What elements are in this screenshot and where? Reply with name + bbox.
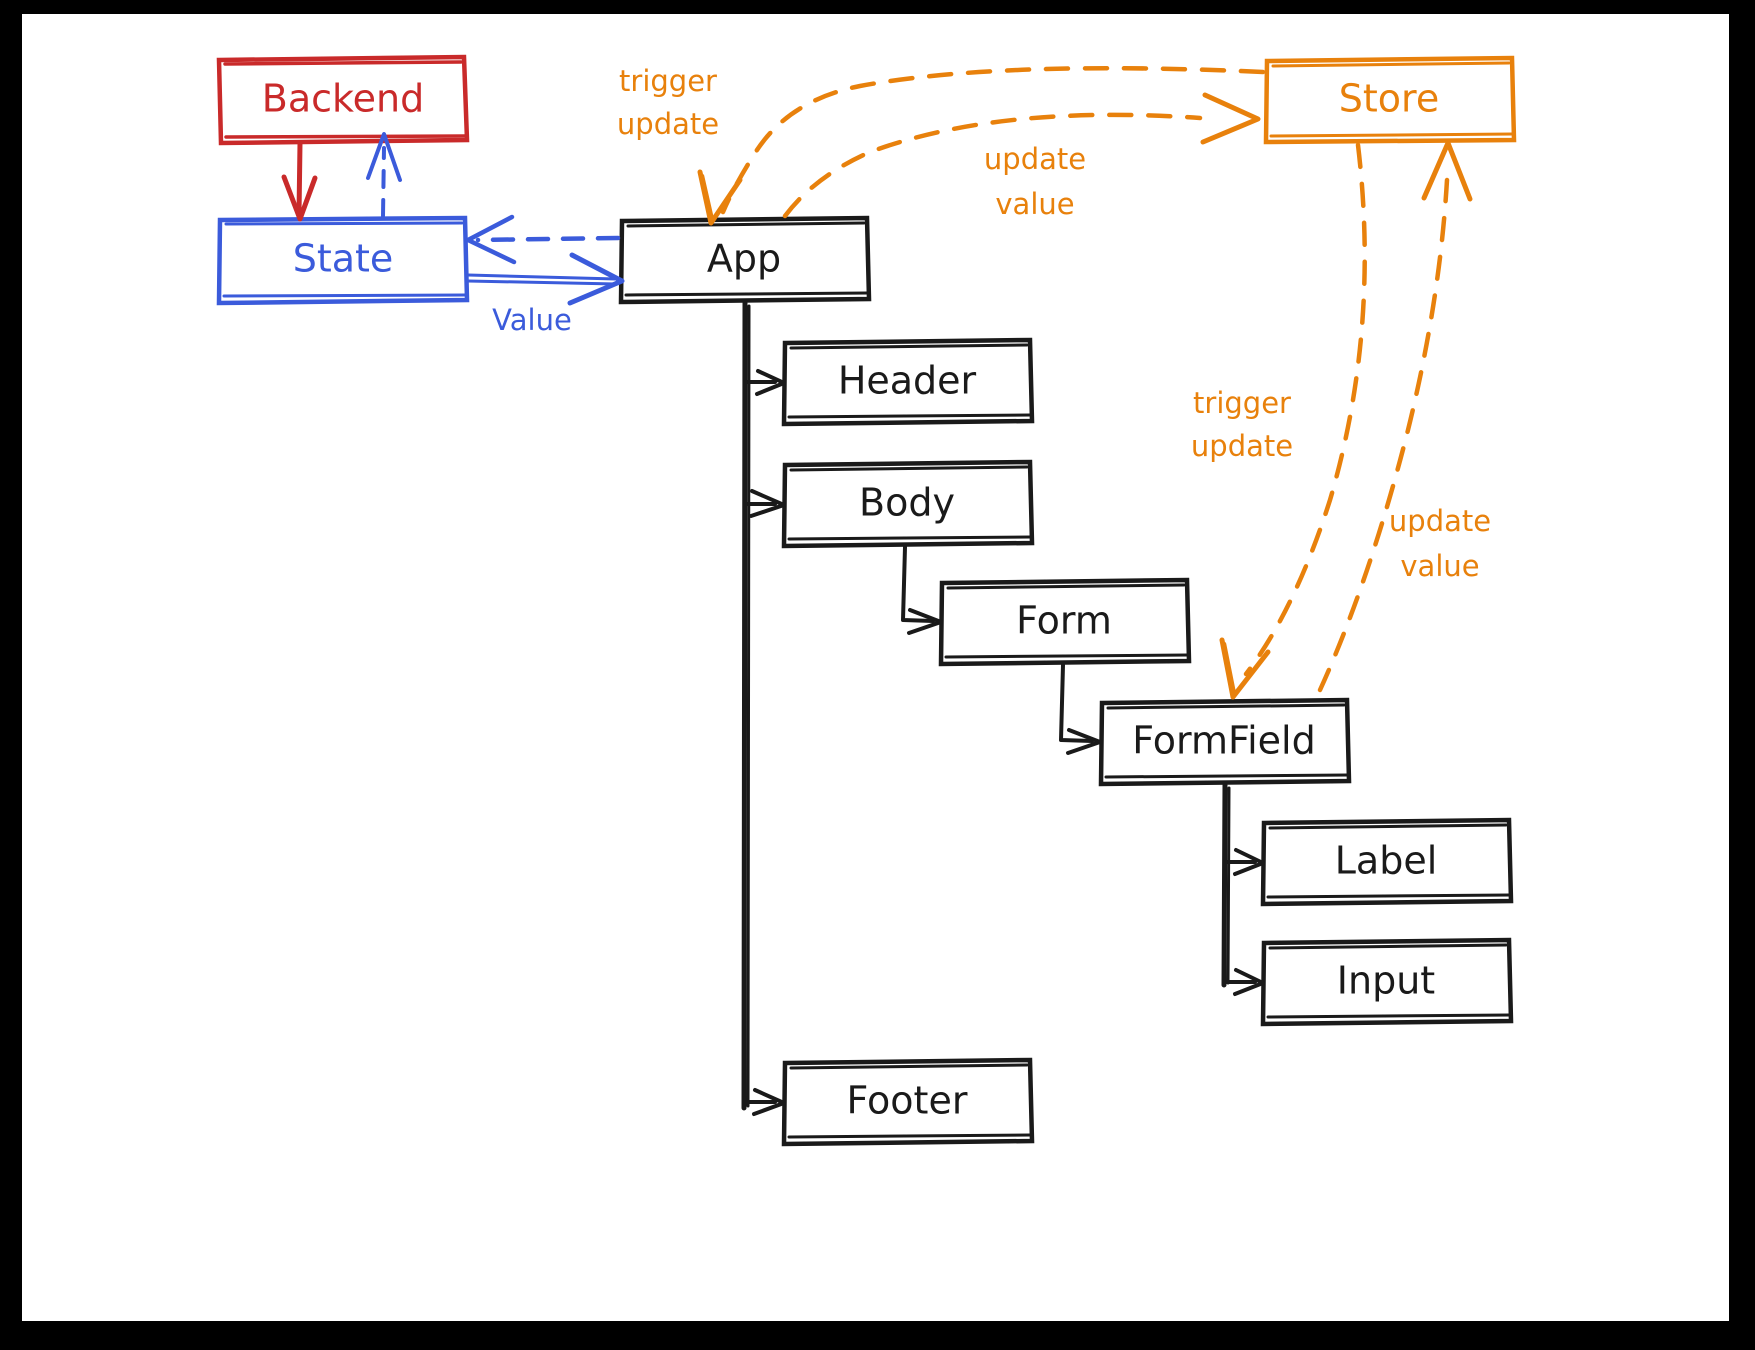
node-form-label: Form [1016, 599, 1112, 643]
edge-app-to-header [743, 369, 786, 396]
edge-state-to-app-value [466, 252, 625, 306]
node-footer[interactable]: Footer [781, 1057, 1035, 1147]
node-footer-label: Footer [847, 1079, 968, 1123]
node-formfield-label: FormField [1132, 719, 1315, 763]
node-formfield[interactable]: FormField [1098, 697, 1352, 787]
annotation-update-value-store-line-0: update [984, 142, 1086, 176]
node-store-label: Store [1339, 77, 1439, 121]
edge-store-to-formfield [1219, 142, 1367, 700]
node-form[interactable]: Form [938, 577, 1192, 667]
edge-state-to-backend [366, 132, 402, 218]
node-backend-label: Backend [262, 77, 424, 121]
annotation-trigger-update-formfield-line-0: trigger [1193, 386, 1291, 420]
node-backend[interactable]: Backend [216, 54, 470, 146]
edge-formfield-to-store [1317, 140, 1473, 693]
edge-formfield-to-label [1223, 848, 1265, 876]
annotation-value-state-app: Value [492, 303, 572, 337]
edge-app-trunk [741, 300, 751, 1111]
edge-app-to-state-dashed [465, 214, 621, 265]
node-app-label: App [707, 237, 781, 281]
node-app[interactable]: App [618, 215, 872, 305]
node-state[interactable]: State [216, 215, 470, 306]
node-store[interactable]: Store [1263, 55, 1517, 145]
edge-app-to-footer [743, 1088, 786, 1116]
annotation-value-line-0: Value [492, 303, 572, 337]
edge-form-to-formfield [1059, 663, 1102, 755]
annotation-update-value-formfield-line-0: update [1389, 504, 1491, 538]
node-body[interactable]: Body [781, 459, 1035, 549]
annotation-update-value-formfield: update value [1389, 504, 1491, 583]
node-input-label: Input [1337, 959, 1435, 1003]
edge-formfield-to-input [1223, 968, 1265, 996]
edge-app-to-store [782, 92, 1261, 219]
annotation-update-value-formfield-line-1: value [1400, 549, 1479, 583]
node-header[interactable]: Header [781, 337, 1035, 427]
node-state-label: State [293, 237, 394, 281]
edge-formfield-trunk [1221, 782, 1231, 988]
node-header-label: Header [838, 359, 977, 403]
node-body-label: Body [859, 481, 955, 525]
annotation-trigger-update-app-line-1: update [617, 107, 719, 141]
annotation-update-value-store-line-1: value [995, 187, 1074, 221]
node-input[interactable]: Input [1260, 937, 1514, 1027]
annotation-trigger-update-formfield: trigger update [1191, 386, 1293, 463]
edge-backend-to-state [281, 140, 318, 222]
edge-app-to-body [743, 489, 786, 518]
node-label[interactable]: Label [1260, 817, 1514, 907]
edge-body-to-form [901, 545, 943, 635]
node-label-label: Label [1335, 839, 1438, 883]
annotation-trigger-update-app: trigger update [617, 64, 719, 141]
edge-store-to-app [697, 65, 1266, 226]
annotation-trigger-update-app-line-0: trigger [619, 64, 717, 98]
annotation-update-value-store: update value [984, 142, 1086, 221]
annotation-trigger-update-formfield-line-1: update [1191, 429, 1293, 463]
